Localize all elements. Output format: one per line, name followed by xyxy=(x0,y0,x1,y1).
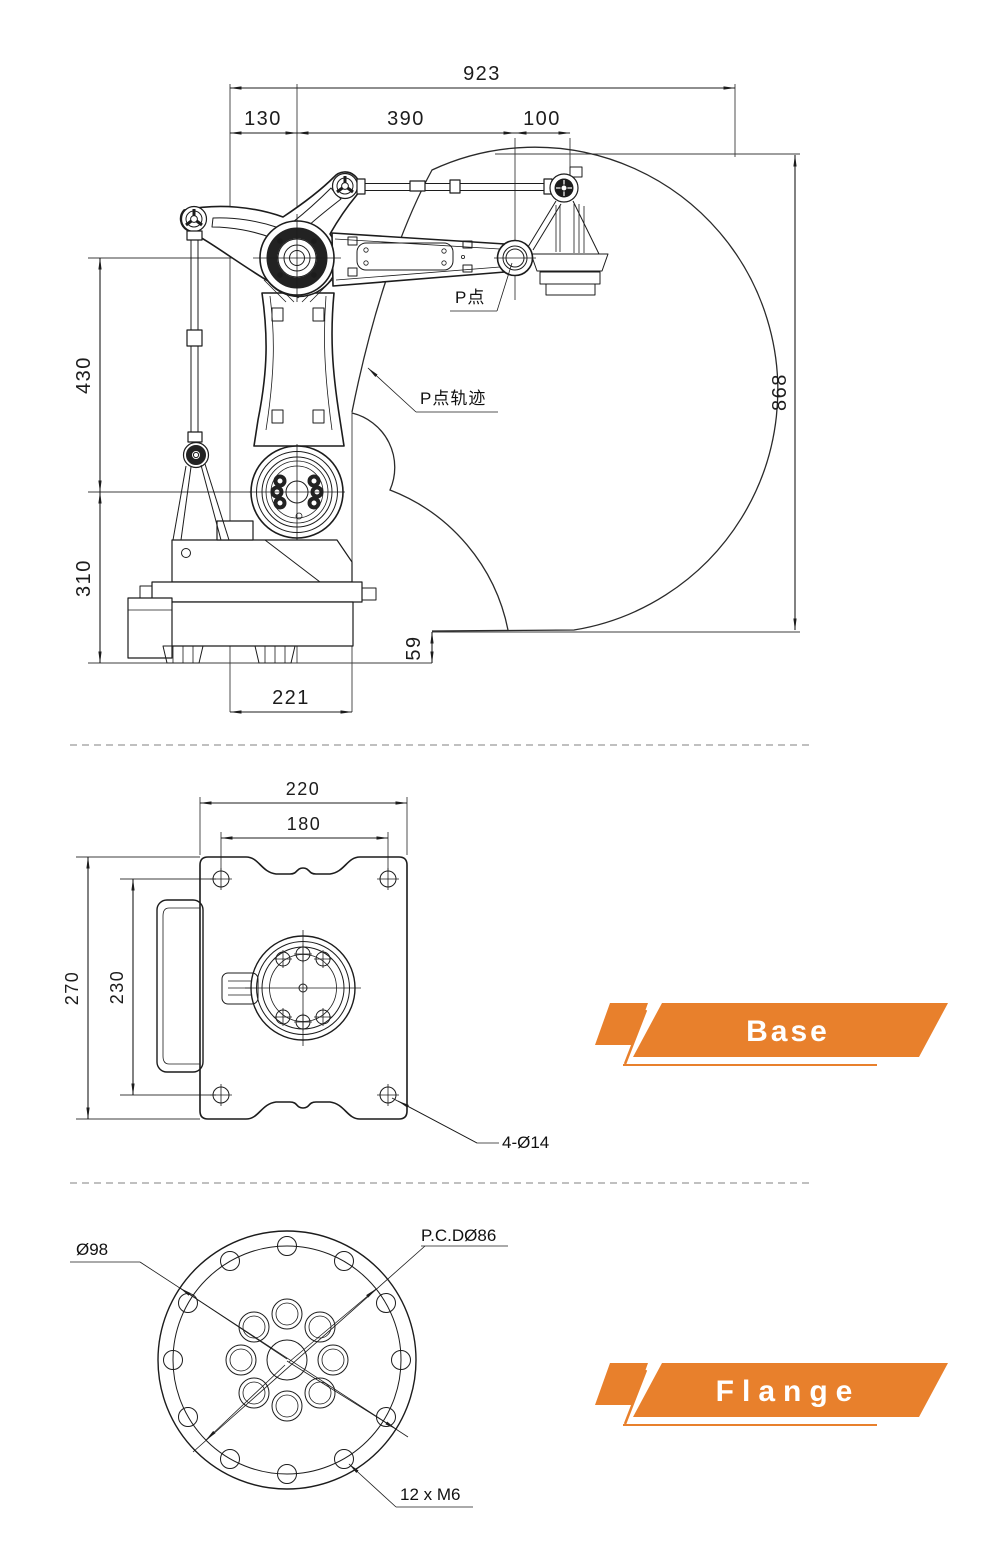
flange-view: Ø98 P.C.DØ86 12 x M6 xyxy=(70,1226,508,1508)
p-point-annotation: P点 xyxy=(450,262,513,312)
flange-banner-accent-shape xyxy=(595,1363,648,1405)
base-banner-main-shape xyxy=(633,1003,948,1057)
flange-bolt-callout: 12 x M6 xyxy=(348,1463,473,1508)
top-link-rod xyxy=(356,178,553,195)
flange-bolt-holes-12 xyxy=(163,1236,411,1484)
flange-pcd-callout: P.C.DØ86 xyxy=(192,1226,508,1453)
corner-hole-callout: 4-Ø14 xyxy=(391,1097,549,1152)
center-boss xyxy=(221,930,361,1046)
j3-pivot-hub xyxy=(253,214,341,302)
p-point-wrist-bore xyxy=(494,239,536,277)
dim-180: 180 xyxy=(287,814,322,834)
flange-pitch-circle xyxy=(172,1245,402,1475)
flange-banner-main-shape xyxy=(633,1363,948,1417)
rear-link-rod xyxy=(172,230,230,541)
dim-130: 130 xyxy=(244,108,282,130)
base-plate-outline xyxy=(199,856,408,1120)
flange-od-callout: Ø98 xyxy=(70,1240,409,1438)
main-dimensions: 923 130 390 100 430 310 868 221 59 xyxy=(73,63,797,714)
boss-clip xyxy=(221,972,259,1005)
dim-270: 270 xyxy=(62,971,82,1006)
base-plate-view: 220 180 270 230 4-Ø14 xyxy=(62,779,549,1152)
dim-430: 430 xyxy=(73,356,95,394)
dim-220: 220 xyxy=(286,779,321,799)
rocker-right-joint xyxy=(331,172,359,200)
base-foot xyxy=(254,645,296,664)
p-trajectory-annotation: P点轨迹 xyxy=(367,367,498,413)
base-banner-accent-line xyxy=(623,1009,648,1065)
side-bracket xyxy=(156,899,204,1073)
work-envelope xyxy=(351,146,779,632)
dim-59: 59 xyxy=(403,635,425,660)
end-bracket xyxy=(527,200,609,272)
robot-side-view: 923 130 390 100 430 310 868 221 59 P点 P点… xyxy=(73,63,800,714)
label-od98: Ø98 xyxy=(76,1240,108,1259)
base-banner: Base xyxy=(595,1003,948,1066)
robot-column xyxy=(253,279,345,447)
base-foot xyxy=(162,645,204,664)
dim-230: 230 xyxy=(107,970,127,1005)
top-link-end-joint xyxy=(549,173,579,203)
label-12xm6: 12 x M6 xyxy=(400,1485,460,1504)
p-point-label: P点 xyxy=(455,288,485,307)
p-trajectory-label: P点轨迹 xyxy=(420,389,486,408)
base-extension-lines xyxy=(76,797,408,1120)
forearm xyxy=(331,232,513,287)
end-effector xyxy=(494,166,609,296)
label-4xd14: 4-Ø14 xyxy=(502,1133,549,1152)
j2-joint xyxy=(249,444,345,540)
dim-100: 100 xyxy=(523,108,561,130)
support-legs xyxy=(172,463,230,541)
dim-923: 923 xyxy=(463,63,501,85)
dim-221: 221 xyxy=(272,687,310,709)
corner-mounting-holes xyxy=(210,868,399,1106)
flange-banner-accent-line xyxy=(623,1369,648,1425)
dim-310: 310 xyxy=(73,559,95,597)
section-separators xyxy=(70,744,810,1184)
robot-base-assembly xyxy=(127,520,377,664)
dim-868: 868 xyxy=(769,373,791,411)
flange-center-cluster xyxy=(225,1298,349,1422)
dim-390: 390 xyxy=(387,108,425,130)
base-dimensions: 220 180 270 230 4-Ø14 xyxy=(62,779,549,1152)
lower-rod-joint xyxy=(182,441,210,469)
base-banner-title: Base xyxy=(746,1015,830,1048)
label-pcd86: P.C.DØ86 xyxy=(421,1226,496,1245)
flange-banner-title: Flange xyxy=(716,1375,861,1408)
rocker-left-joint xyxy=(180,205,208,241)
flange-outer-circle xyxy=(157,1230,417,1490)
base-banner-accent-shape xyxy=(595,1003,648,1045)
flange-banner: Flange xyxy=(595,1363,948,1426)
